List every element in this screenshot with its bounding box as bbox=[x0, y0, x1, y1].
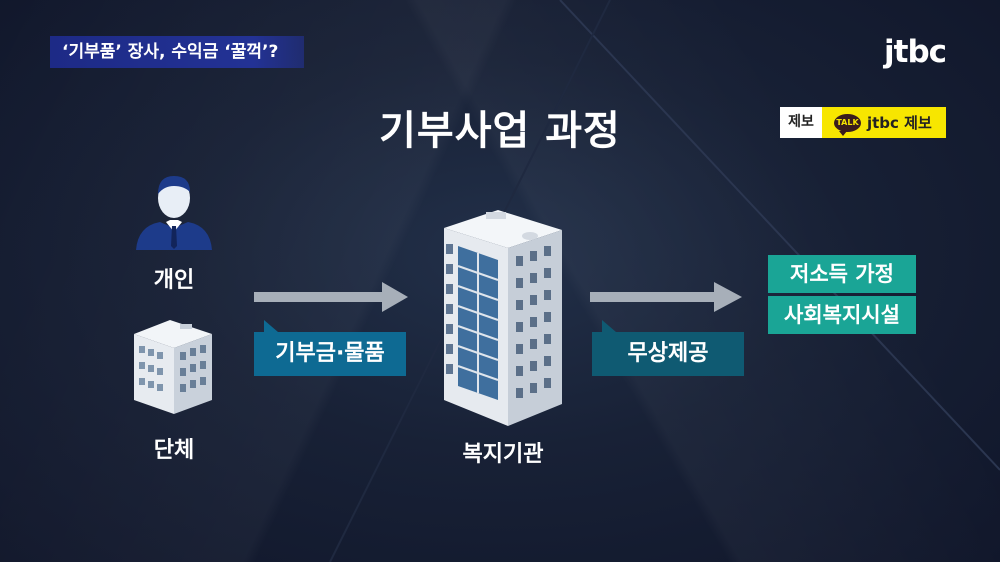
donor-group-label: 단체 bbox=[153, 438, 195, 463]
report-label: 제보 bbox=[780, 107, 822, 138]
donation-tag: 기부금·물품 bbox=[254, 320, 406, 376]
channel-logo: jtbc bbox=[884, 34, 947, 70]
diagram-title: 기부사업 과정 bbox=[379, 108, 621, 154]
person-icon bbox=[136, 176, 212, 250]
news-headline-banner: ‘기부품’ 장사, 수익금 ‘꿀꺽’? bbox=[50, 36, 304, 68]
kakao-talk-icon: TALK bbox=[834, 113, 861, 136]
small-building-icon bbox=[134, 320, 212, 414]
tall-building-icon bbox=[444, 210, 562, 426]
provision-tag: 무상제공 bbox=[592, 320, 744, 376]
recipient-low-income: 저소득 가정 bbox=[768, 255, 916, 293]
recipient-welfare-facility: 사회복지시설 bbox=[768, 296, 916, 334]
arrow-right-icon bbox=[254, 282, 408, 312]
arrow-right-icon bbox=[590, 282, 742, 312]
kakao-report-button[interactable]: TALK jtbc 제보 bbox=[822, 107, 946, 138]
donor-individual-label: 개인 bbox=[153, 268, 195, 293]
report-box[interactable]: 제보 TALK jtbc 제보 bbox=[780, 107, 946, 138]
center-label: 복지기관 bbox=[462, 442, 544, 467]
kakao-report-text: jtbc 제보 bbox=[867, 114, 932, 132]
